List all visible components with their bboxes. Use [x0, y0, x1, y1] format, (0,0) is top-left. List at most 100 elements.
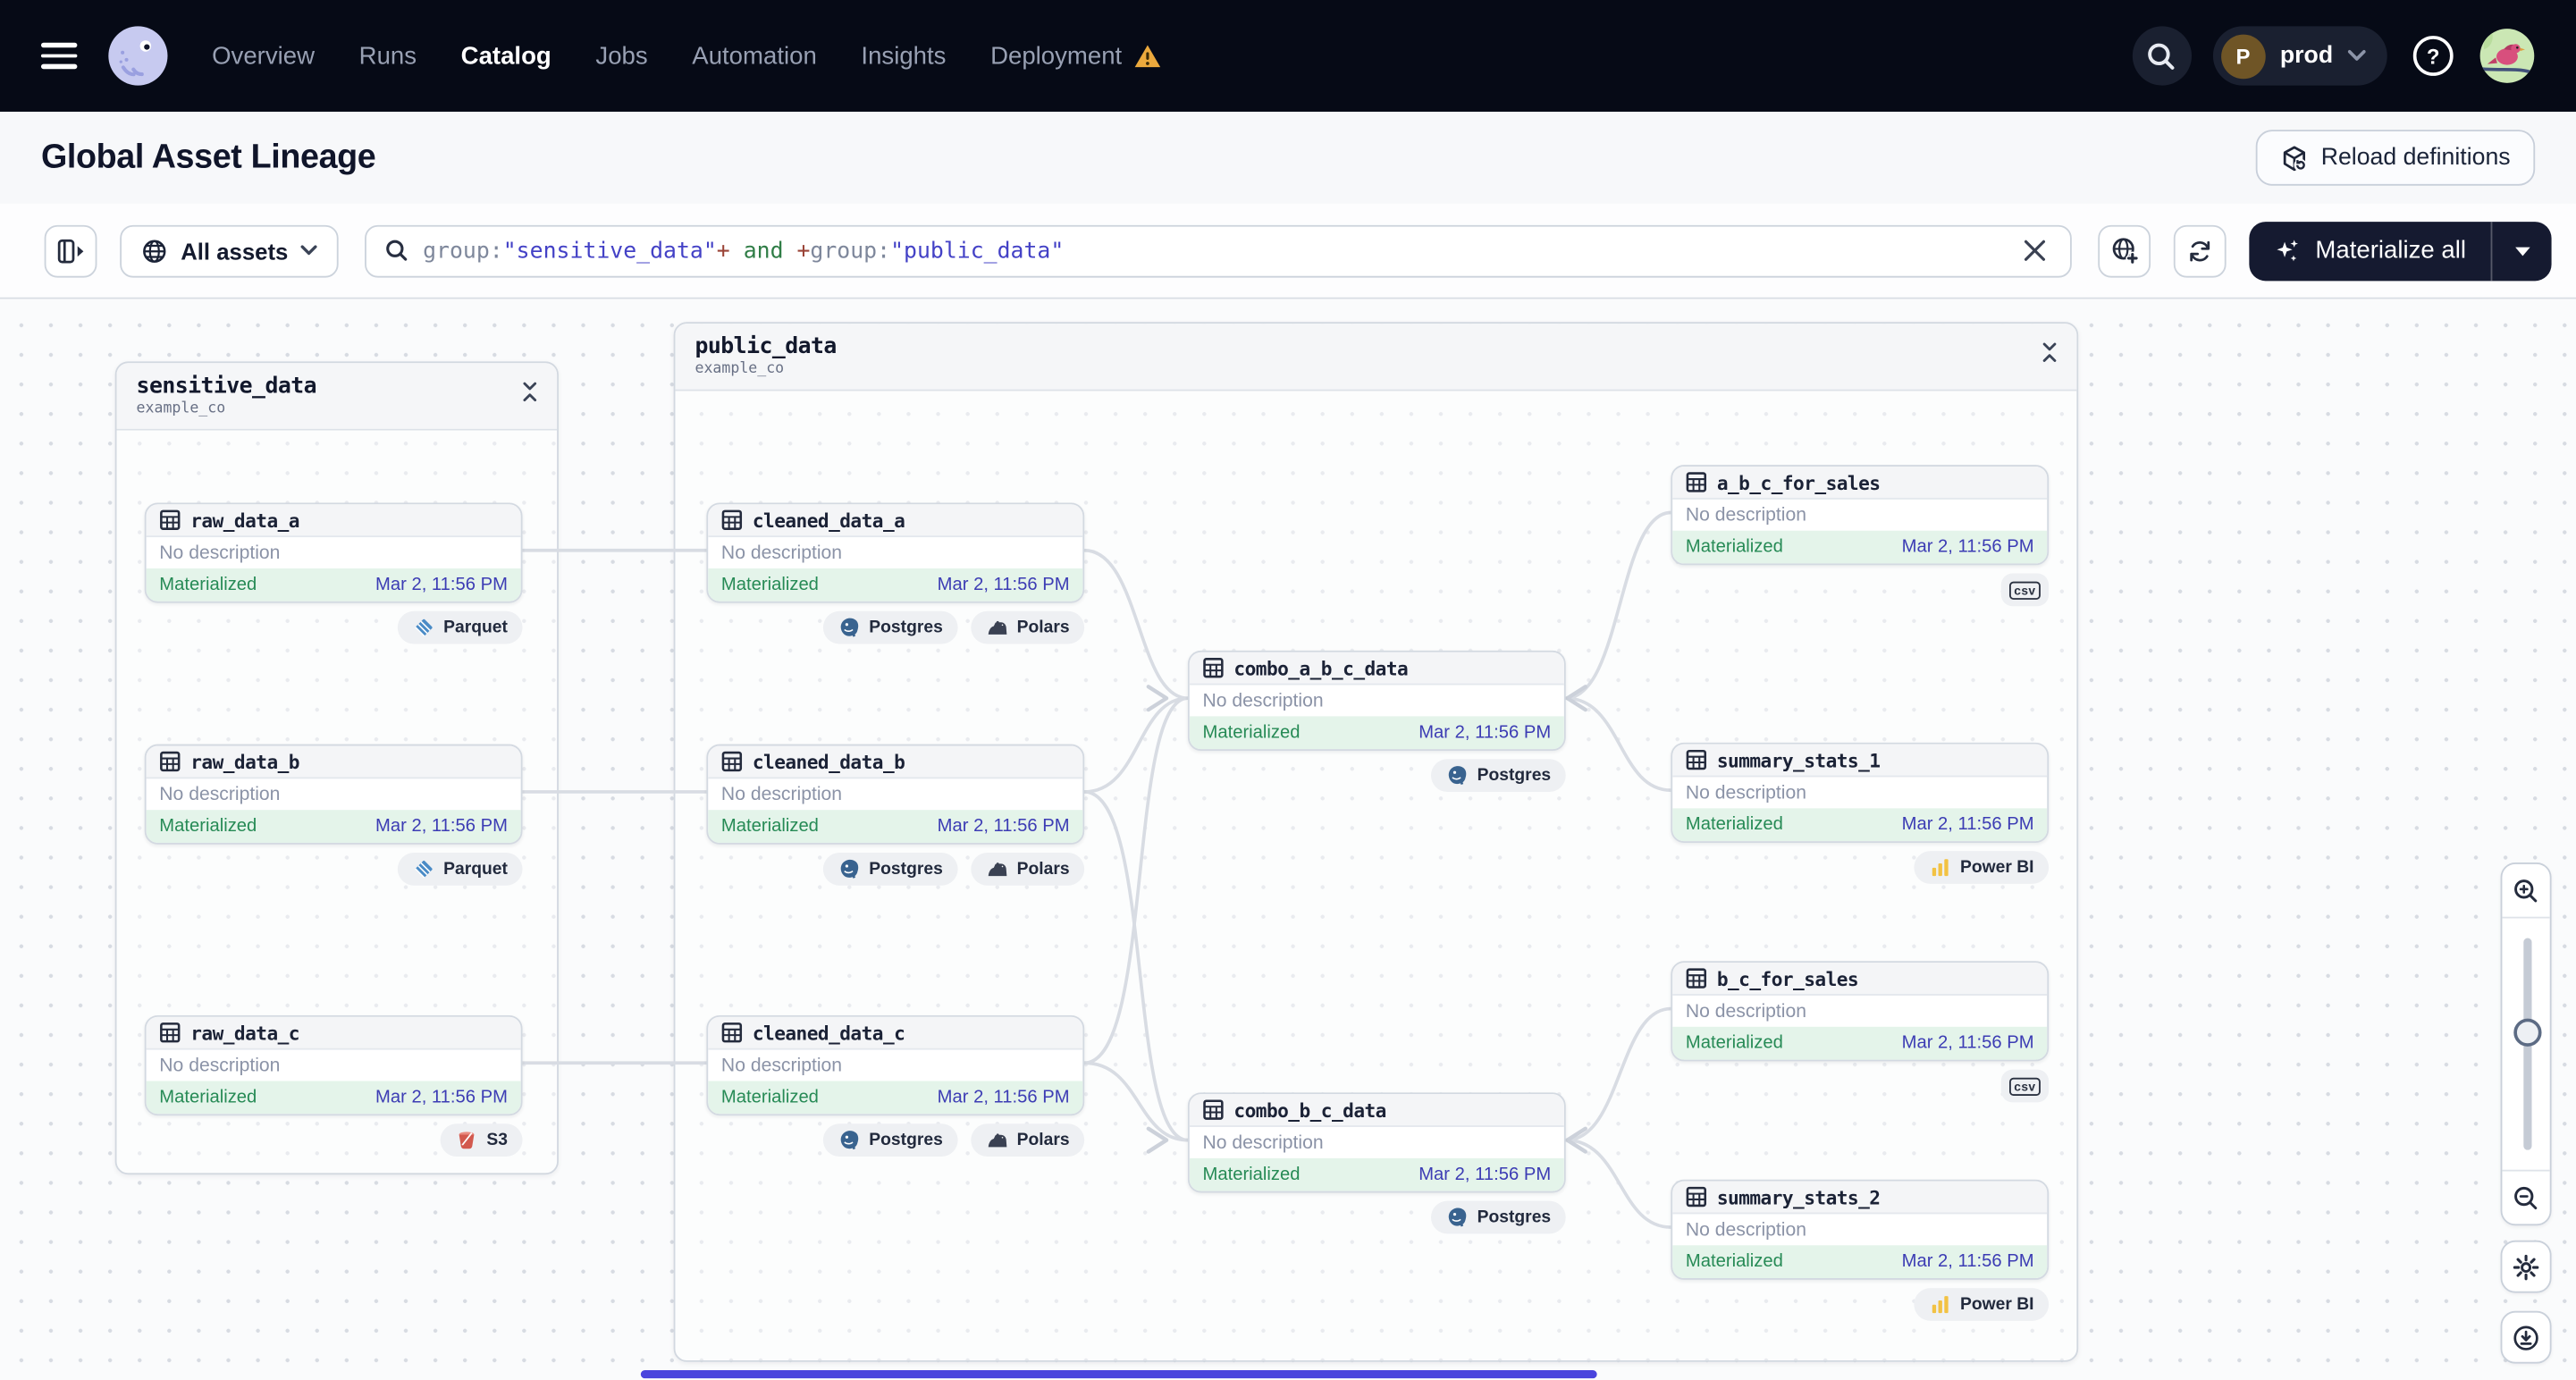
download-button[interactable]: [2500, 1310, 2552, 1364]
tag-s3[interactable]: S3: [440, 1123, 523, 1157]
status-label: Materialized: [1202, 1165, 1301, 1185]
tag-power-bi[interactable]: Power BI: [1914, 1288, 2050, 1321]
asset-name: cleaned_data_a: [752, 508, 905, 532]
zoom-out-button[interactable]: [2502, 1172, 2549, 1224]
materialize-options-caret[interactable]: [2492, 221, 2551, 280]
nav-item-runs[interactable]: Runs: [358, 41, 417, 71]
asset-name: raw_data_a: [190, 508, 299, 532]
tag-polars[interactable]: Polars: [971, 610, 1085, 644]
tag-postgres[interactable]: Postgres: [822, 610, 958, 644]
dagster-logo[interactable]: [106, 25, 169, 88]
help-button[interactable]: ?: [2409, 31, 2458, 80]
group-header[interactable]: sensitive_data example_co: [116, 363, 558, 431]
tag-postgres[interactable]: Postgres: [822, 852, 958, 886]
lineage-canvas[interactable]: sensitive_data example_co public_data ex…: [0, 299, 2576, 1380]
reload-definitions-button[interactable]: Reload definitions: [2255, 130, 2536, 186]
status-timestamp: Mar 2, 11:56 PM: [375, 575, 508, 595]
asset-description: No description: [1685, 1219, 1807, 1240]
asset-node-combo-a-b-c-data[interactable]: combo_a_b_c_data No description Material…: [1187, 650, 1566, 752]
nav-item-insights[interactable]: Insights: [861, 41, 947, 71]
asset-name: raw_data_b: [190, 750, 299, 773]
postgres-icon: [838, 616, 861, 639]
status-timestamp: Mar 2, 11:56 PM: [937, 575, 1070, 595]
download-icon: [2512, 1324, 2539, 1351]
tag-csv[interactable]: csv: [2000, 573, 2050, 607]
tag-power-bi[interactable]: Power BI: [1914, 851, 2050, 884]
zoom-in-button[interactable]: [2502, 864, 2549, 917]
asset-node-cleaned-data-c[interactable]: cleaned_data_c No description Materializ…: [706, 1014, 1085, 1116]
user-avatar[interactable]: [2479, 28, 2535, 83]
asset-name: raw_data_c: [190, 1021, 299, 1045]
asset-description: No description: [1685, 1001, 1807, 1022]
nav-item-deployment[interactable]: Deployment: [990, 41, 1123, 71]
tag-postgres[interactable]: Postgres: [1431, 759, 1566, 792]
polars-icon: [986, 1129, 1009, 1152]
postgres-icon: [1446, 764, 1469, 787]
tag-csv[interactable]: csv: [2000, 1069, 2050, 1103]
csv-icon: csv: [2008, 580, 2041, 599]
asset-node-cleaned-data-b[interactable]: cleaned_data_b No description Materializ…: [706, 744, 1085, 845]
asset-description: No description: [159, 543, 281, 563]
status-label: Materialized: [1685, 1033, 1783, 1054]
tag-postgres[interactable]: Postgres: [1431, 1200, 1566, 1234]
table-icon: [721, 509, 743, 531]
table-icon: [1686, 968, 1707, 989]
nav-item-catalog[interactable]: Catalog: [460, 41, 551, 71]
asset-node-a-b-c-for-sales[interactable]: a_b_c_for_sales No description Materiali…: [1671, 465, 2050, 566]
asset-status-row: Materialized Mar 2, 11:56 PM: [708, 810, 1083, 843]
nav-item-jobs[interactable]: Jobs: [595, 41, 648, 71]
asset-description: No description: [1685, 505, 1807, 526]
parquet-icon: [412, 857, 435, 880]
settings-button[interactable]: [2500, 1240, 2552, 1293]
tag-parquet[interactable]: Parquet: [397, 610, 523, 644]
table-icon: [1686, 749, 1707, 770]
clear-query-icon[interactable]: [2018, 233, 2053, 268]
asset-name: cleaned_data_c: [752, 1021, 905, 1045]
asset-node-summary-stats-2[interactable]: summary_stats_2 No description Materiali…: [1671, 1179, 2050, 1280]
asset-description: No description: [720, 543, 843, 563]
tag-parquet[interactable]: Parquet: [397, 852, 523, 886]
nav-item-overview[interactable]: Overview: [212, 41, 316, 71]
status-timestamp: Mar 2, 11:56 PM: [937, 1087, 1070, 1107]
asset-description: No description: [720, 1055, 843, 1076]
chevron-down-icon: [301, 245, 317, 257]
nav-item-automation[interactable]: Automation: [692, 41, 817, 71]
tag-polars[interactable]: Polars: [971, 852, 1085, 886]
tag-postgres[interactable]: Postgres: [822, 1123, 958, 1157]
tag-polars[interactable]: Polars: [971, 1123, 1085, 1157]
zoom-slider-thumb[interactable]: [2513, 1018, 2542, 1047]
status-timestamp: Mar 2, 11:56 PM: [937, 816, 1070, 837]
open-panel-button[interactable]: [44, 223, 97, 277]
group-header[interactable]: public_data example_co: [675, 324, 2077, 391]
asset-name: summary_stats_2: [1716, 1185, 1881, 1208]
lineage-toolbar: All assets group:"sensitive_data"+ and +…: [0, 203, 2576, 299]
menu-icon[interactable]: [40, 43, 78, 69]
table-icon: [1202, 657, 1224, 678]
asset-node-combo-b-c-data[interactable]: combo_b_c_data No description Materializ…: [1187, 1092, 1566, 1193]
graph-view-button[interactable]: [2098, 223, 2151, 277]
table-icon: [159, 509, 181, 531]
asset-scope-dropdown[interactable]: All assets: [120, 223, 340, 277]
search-button[interactable]: [2132, 26, 2192, 86]
asset-node-b-c-for-sales[interactable]: b_c_for_sales No description Materialize…: [1671, 961, 2050, 1062]
deployment-avatar: P: [2220, 33, 2266, 79]
materialize-all-button[interactable]: Materialize all: [2250, 221, 2491, 280]
horizontal-scrollbar[interactable]: [640, 1369, 1597, 1378]
status-label: Materialized: [720, 816, 819, 837]
deployment-switcher[interactable]: P prod: [2212, 26, 2387, 86]
caret-down-icon: [2514, 246, 2530, 256]
asset-node-summary-stats-1[interactable]: summary_stats_1 No description Materiali…: [1671, 742, 2050, 843]
gear-icon: [2512, 1253, 2539, 1281]
lineage-query-input[interactable]: group:"sensitive_data"+ and +group:"publ…: [365, 223, 2073, 277]
nav-right: P prod ?: [2132, 26, 2535, 86]
asset-node-cleaned-data-a[interactable]: cleaned_data_a No description Materializ…: [706, 502, 1085, 603]
zoom-slider[interactable]: [2502, 916, 2550, 1172]
sparkles-icon: [2274, 238, 2300, 264]
refresh-button[interactable]: [2174, 223, 2227, 277]
